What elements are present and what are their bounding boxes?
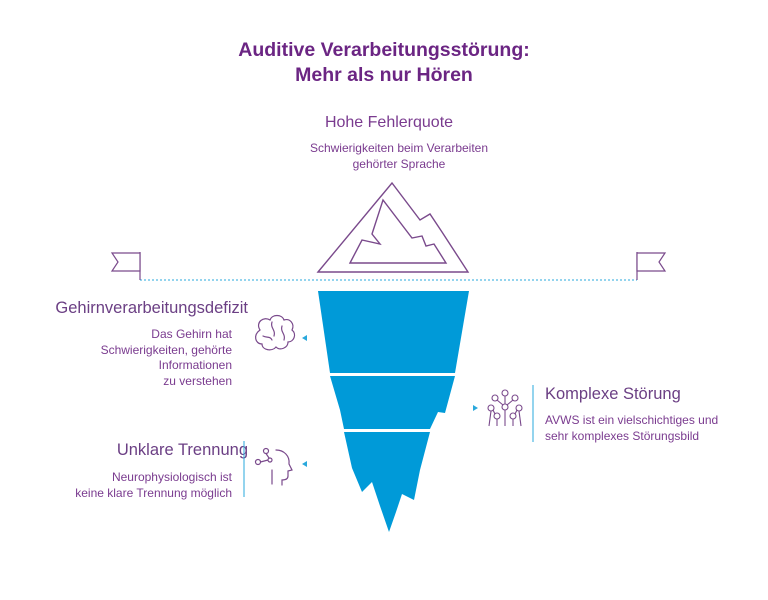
arrow-left-brain-icon — [302, 335, 307, 341]
iceberg-layer-3 — [344, 432, 430, 532]
top-heading: Hohe Fehlerquote — [324, 114, 454, 131]
right-description-complex: AVWS ist ein vielschichtiges und sehr ko… — [545, 412, 718, 444]
head-network-icon — [254, 447, 293, 486]
molecule-structure-icon — [487, 389, 523, 427]
top-description: Schwierigkeiten beim Verarbeiten gehörte… — [0, 140, 768, 172]
left1-desc-line: Informationen — [158, 358, 232, 372]
right-heading-complex: Komplexe Störung — [545, 385, 681, 403]
flag-right-icon — [636, 252, 667, 280]
left1-desc-line: zu verstehen — [163, 373, 232, 388]
iceberg-layer-1 — [318, 291, 469, 373]
mountain-icon — [316, 181, 470, 273]
arrow-left-separation-icon — [302, 461, 307, 467]
flag-left-icon — [110, 252, 141, 280]
title-line-2: Mehr als nur Hören — [295, 64, 473, 86]
top-desc-line: Schwierigkeiten beim Verarbeiten — [309, 141, 489, 155]
arrow-right-complex-icon — [473, 405, 478, 411]
title-line-1: Auditive Verarbeitungsstörung: — [238, 39, 530, 61]
right-desc-line: AVWS ist ein vielschichtiges und — [545, 413, 719, 427]
left-description-separation: Neurophysiologisch ist keine klare Trenn… — [75, 470, 232, 501]
left2-desc-line: keine klare Trennung möglich — [75, 485, 232, 500]
top-desc-line: gehörter Sprache — [352, 157, 446, 171]
left-heading-separation: Unklare Trennung — [116, 441, 248, 459]
right-desc-line: sehr komplexes Störungsbild — [545, 429, 700, 443]
page-title: Auditive Verarbeitungsstörung: Mehr als … — [0, 38, 768, 88]
left1-desc-line: Das Gehirn hat — [151, 327, 232, 341]
left2-desc-line: Neurophysiologisch ist — [111, 470, 232, 484]
iceberg-underwater — [318, 291, 469, 532]
left1-desc-line: Schwierigkeiten, gehörte — [100, 342, 232, 357]
left-description-brain: Das Gehirn hat Schwierigkeiten, gehörte … — [101, 327, 232, 389]
iceberg-layer-2 — [330, 376, 455, 429]
brain-icon — [255, 314, 296, 351]
left-heading-brain: Gehirnverarbeitungsdefizit — [55, 299, 248, 317]
